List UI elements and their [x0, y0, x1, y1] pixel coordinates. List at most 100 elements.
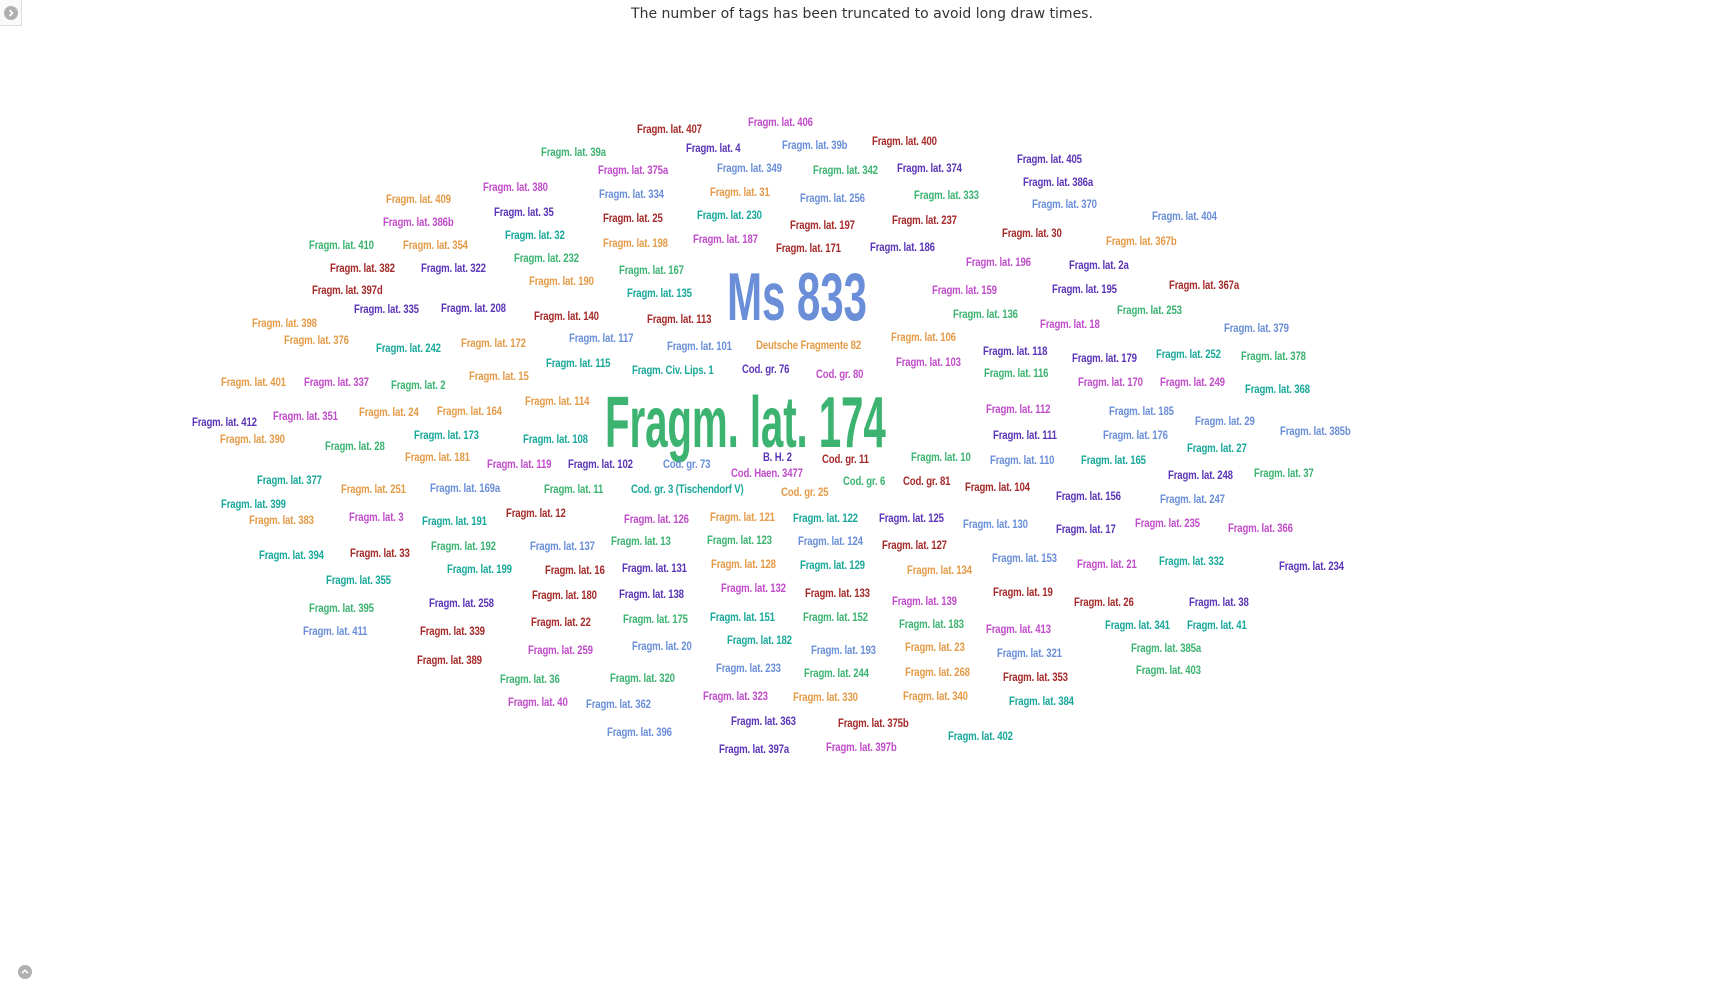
tag-fragm-lat-152[interactable]: Fragm. lat. 152 — [803, 610, 868, 624]
tag-fragm-lat-17[interactable]: Fragm. lat. 17 — [1056, 522, 1116, 536]
tag-fragm-lat-232[interactable]: Fragm. lat. 232 — [514, 251, 579, 265]
tag-fragm-lat-12[interactable]: Fragm. lat. 12 — [506, 506, 566, 520]
tag-fragm-lat-39b[interactable]: Fragm. lat. 39b — [782, 138, 848, 152]
tag-fragm-lat-132[interactable]: Fragm. lat. 132 — [721, 581, 786, 595]
tag-fragm-lat-242[interactable]: Fragm. lat. 242 — [376, 341, 441, 355]
tag-fragm-lat-187[interactable]: Fragm. lat. 187 — [693, 232, 758, 246]
tag-fragm-lat-375a[interactable]: Fragm. lat. 375a — [598, 163, 669, 177]
tag-fragm-lat-230[interactable]: Fragm. lat. 230 — [697, 208, 762, 222]
tag-fragm-lat-390[interactable]: Fragm. lat. 390 — [220, 432, 285, 446]
tag-fragm-lat-180[interactable]: Fragm. lat. 180 — [532, 588, 597, 602]
tag-fragm-lat-247[interactable]: Fragm. lat. 247 — [1160, 492, 1225, 506]
tag-fragm-lat-330[interactable]: Fragm. lat. 330 — [793, 690, 858, 704]
tag-fragm-lat-25[interactable]: Fragm. lat. 25 — [603, 211, 663, 225]
tag-fragm-lat-133[interactable]: Fragm. lat. 133 — [805, 586, 870, 600]
tag-fragm-lat-101[interactable]: Fragm. lat. 101 — [667, 339, 732, 353]
tag-fragm-lat-380[interactable]: Fragm. lat. 380 — [483, 180, 548, 194]
tag-fragm-lat-23[interactable]: Fragm. lat. 23 — [905, 640, 965, 654]
tag-fragm-lat-106[interactable]: Fragm. lat. 106 — [891, 330, 956, 344]
tag-fragm-lat-26[interactable]: Fragm. lat. 26 — [1074, 595, 1134, 609]
tag-fragm-lat-192[interactable]: Fragm. lat. 192 — [431, 539, 496, 553]
tag-fragm-lat-386a[interactable]: Fragm. lat. 386a — [1023, 175, 1094, 189]
tag-fragm-lat-191[interactable]: Fragm. lat. 191 — [422, 514, 487, 528]
tag-fragm-lat-404[interactable]: Fragm. lat. 404 — [1152, 209, 1217, 223]
tag-fragm-lat-22[interactable]: Fragm. lat. 22 — [531, 615, 591, 629]
tag-fragm-lat-10[interactable]: Fragm. lat. 10 — [911, 450, 971, 464]
tag-fragm-lat-112[interactable]: Fragm. lat. 112 — [986, 402, 1051, 416]
tag-fragm-lat-412[interactable]: Fragm. lat. 412 — [192, 415, 257, 429]
tag-fragm-lat-409[interactable]: Fragm. lat. 409 — [386, 192, 451, 206]
tag-fragm-lat-172[interactable]: Fragm. lat. 172 — [461, 336, 526, 350]
tag-cod-gr-11[interactable]: Cod. gr. 11 — [822, 452, 869, 466]
tag-fragm-lat-410[interactable]: Fragm. lat. 410 — [309, 238, 374, 252]
tag-fragm-lat-123[interactable]: Fragm. lat. 123 — [707, 533, 772, 547]
tag-fragm-lat-130[interactable]: Fragm. lat. 130 — [963, 517, 1028, 531]
tag-fragm-lat-36[interactable]: Fragm. lat. 36 — [500, 672, 560, 686]
tag-fragm-lat-335[interactable]: Fragm. lat. 335 — [354, 302, 419, 316]
tag-fragm-lat-31[interactable]: Fragm. lat. 31 — [710, 185, 770, 199]
tag-fragm-lat-165[interactable]: Fragm. lat. 165 — [1081, 453, 1146, 467]
tag-fragm-lat-367b[interactable]: Fragm. lat. 367b — [1106, 234, 1177, 248]
tag-fragm-lat-128[interactable]: Fragm. lat. 128 — [711, 557, 776, 571]
tag-fragm-lat-362[interactable]: Fragm. lat. 362 — [586, 697, 651, 711]
tag-fragm-lat-399[interactable]: Fragm. lat. 399 — [221, 497, 286, 511]
tag-fragm-lat-252[interactable]: Fragm. lat. 252 — [1156, 347, 1221, 361]
tag-fragm-lat-195[interactable]: Fragm. lat. 195 — [1052, 282, 1117, 296]
tag-fragm-lat-405[interactable]: Fragm. lat. 405 — [1017, 152, 1082, 166]
tag-fragm-lat-258[interactable]: Fragm. lat. 258 — [429, 596, 494, 610]
tag-fragm-lat-395[interactable]: Fragm. lat. 395 — [309, 601, 374, 615]
tag-fragm-lat-199[interactable]: Fragm. lat. 199 — [447, 562, 512, 576]
tag-fragm-lat-413[interactable]: Fragm. lat. 413 — [986, 622, 1051, 636]
tag-fragm-lat-190[interactable]: Fragm. lat. 190 — [529, 274, 594, 288]
tag-fragm-lat-234[interactable]: Fragm. lat. 234 — [1279, 559, 1344, 573]
tag-fragm-lat-129[interactable]: Fragm. lat. 129 — [800, 558, 865, 572]
tag-fragm-lat-337[interactable]: Fragm. lat. 337 — [304, 375, 369, 389]
tag-fragm-lat-167[interactable]: Fragm. lat. 167 — [619, 263, 684, 277]
tag-fragm-lat-37[interactable]: Fragm. lat. 37 — [1254, 466, 1314, 480]
tag-fragm-lat-20[interactable]: Fragm. lat. 20 — [632, 639, 692, 653]
tag-fragm-lat-186[interactable]: Fragm. lat. 186 — [870, 240, 935, 254]
tag-fragm-lat-156[interactable]: Fragm. lat. 156 — [1056, 489, 1121, 503]
expand-toggle-button[interactable] — [0, 0, 22, 26]
tag-fragm-lat-394[interactable]: Fragm. lat. 394 — [259, 548, 324, 562]
tag-fragm-lat-185[interactable]: Fragm. lat. 185 — [1109, 404, 1174, 418]
tag-fragm-lat-139[interactable]: Fragm. lat. 139 — [892, 594, 957, 608]
tag-fragm-lat-33[interactable]: Fragm. lat. 33 — [350, 546, 410, 560]
tag-cod-haen-3477[interactable]: Cod. Haen. 3477 — [731, 466, 803, 480]
tag-fragm-lat-403[interactable]: Fragm. lat. 403 — [1136, 663, 1201, 677]
tag-fragm-lat-131[interactable]: Fragm. lat. 131 — [622, 561, 687, 575]
tag-fragm-lat-256[interactable]: Fragm. lat. 256 — [800, 191, 865, 205]
tag-fragm-lat-251[interactable]: Fragm. lat. 251 — [341, 482, 406, 496]
tag-fragm-lat-332[interactable]: Fragm. lat. 332 — [1159, 554, 1224, 568]
tag-cod-gr-3-tischendorf-v[interactable]: Cod. gr. 3 (Tischendorf V) — [631, 482, 744, 496]
tag-fragm-lat-174[interactable]: Fragm. lat. 174 — [605, 383, 886, 463]
tag-fragm-lat-389[interactable]: Fragm. lat. 389 — [417, 653, 482, 667]
tag-fragm-lat-322[interactable]: Fragm. lat. 322 — [421, 261, 486, 275]
tag-fragm-lat-137[interactable]: Fragm. lat. 137 — [530, 539, 595, 553]
tag-cod-gr-73[interactable]: Cod. gr. 73 — [663, 457, 711, 471]
tag-fragm-lat-2[interactable]: Fragm. lat. 2 — [391, 378, 446, 392]
tag-fragm-lat-411[interactable]: Fragm. lat. 411 — [303, 624, 368, 638]
tag-fragm-lat-28[interactable]: Fragm. lat. 28 — [325, 439, 385, 453]
tag-fragm-lat-397d[interactable]: Fragm. lat. 397d — [312, 283, 383, 297]
tag-fragm-lat-353[interactable]: Fragm. lat. 353 — [1003, 670, 1068, 684]
tag-fragm-lat-248[interactable]: Fragm. lat. 248 — [1168, 468, 1233, 482]
tag-fragm-lat-13[interactable]: Fragm. lat. 13 — [611, 534, 671, 548]
tag-fragm-lat-35[interactable]: Fragm. lat. 35 — [494, 205, 554, 219]
tag-fragm-lat-18[interactable]: Fragm. lat. 18 — [1040, 317, 1100, 331]
tag-fragm-lat-378[interactable]: Fragm. lat. 378 — [1241, 349, 1306, 363]
tag-fragm-lat-379[interactable]: Fragm. lat. 379 — [1224, 321, 1289, 335]
tag-fragm-lat-244[interactable]: Fragm. lat. 244 — [804, 666, 869, 680]
tag-b-h-2[interactable]: B. H. 2 — [763, 450, 792, 464]
tag-cod-gr-76[interactable]: Cod. gr. 76 — [742, 362, 790, 376]
tag-fragm-lat-237[interactable]: Fragm. lat. 237 — [892, 213, 957, 227]
tag-fragm-lat-11[interactable]: Fragm. lat. 11 — [544, 482, 604, 496]
tag-fragm-lat-115[interactable]: Fragm. lat. 115 — [546, 356, 611, 370]
tag-cod-gr-6[interactable]: Cod. gr. 6 — [843, 474, 886, 488]
tag-fragm-lat-114[interactable]: Fragm. lat. 114 — [525, 394, 590, 408]
tag-fragm-lat-140[interactable]: Fragm. lat. 140 — [534, 309, 599, 323]
tag-fragm-lat-334[interactable]: Fragm. lat. 334 — [599, 187, 664, 201]
tag-fragm-lat-136[interactable]: Fragm. lat. 136 — [953, 307, 1018, 321]
tag-fragm-lat-385a[interactable]: Fragm. lat. 385a — [1131, 641, 1202, 655]
tag-fragm-lat-386b[interactable]: Fragm. lat. 386b — [383, 215, 454, 229]
